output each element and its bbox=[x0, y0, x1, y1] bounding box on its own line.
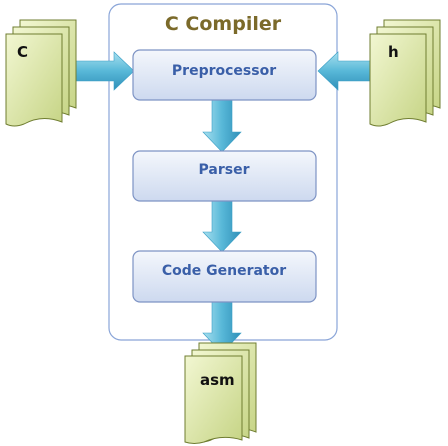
stage-parser: Parser bbox=[132, 150, 317, 202]
asm-output-documents-icon: asm bbox=[184, 342, 257, 444]
h-header-label: h bbox=[388, 43, 399, 61]
stage-parser-label: Parser bbox=[199, 162, 250, 178]
compiler-title: C Compiler bbox=[165, 13, 282, 35]
preprocessor-to-parser-arrow bbox=[202, 99, 242, 153]
c-source-label: C bbox=[17, 43, 28, 61]
c-source-documents-icon: C bbox=[5, 19, 77, 127]
stage-code-generator: Code Generator bbox=[132, 250, 317, 303]
h-header-documents-icon: h bbox=[369, 19, 441, 127]
stage-code-generator-label: Code Generator bbox=[162, 263, 286, 279]
stage-preprocessor-label: Preprocessor bbox=[172, 63, 276, 79]
parser-to-codegen-arrow bbox=[202, 200, 242, 253]
asm-output-label: asm bbox=[200, 371, 235, 389]
stage-preprocessor: Preprocessor bbox=[132, 49, 317, 101]
